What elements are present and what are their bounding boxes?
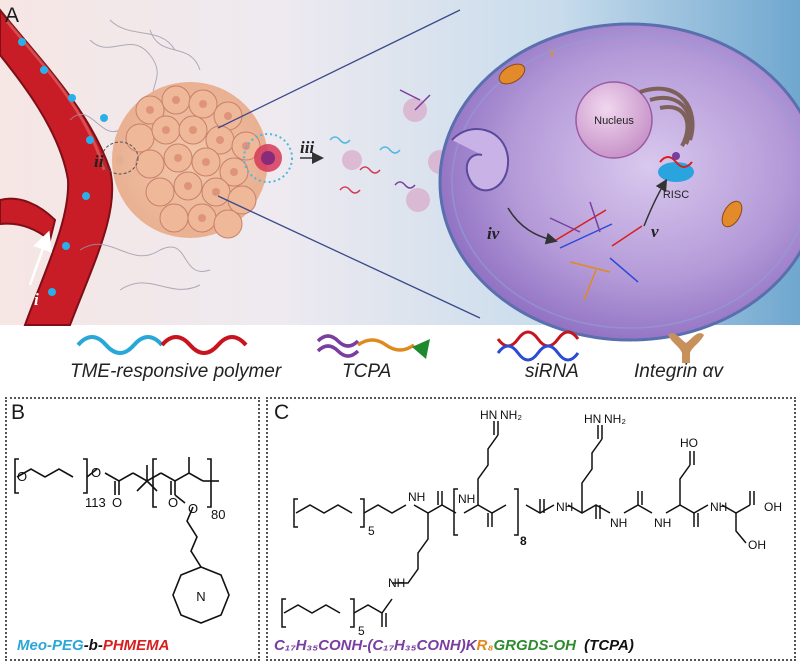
legend: TME-responsive polymer TCPA siRNA Integr…	[0, 325, 800, 395]
hn-label-1: HN	[480, 408, 497, 422]
panel-b-formula: Meo-PEG-b-PHMEMA	[17, 637, 170, 654]
nh-label-7: NH	[388, 576, 405, 590]
block-b-text: -b-	[83, 637, 103, 654]
ho-label: HO	[680, 436, 698, 450]
oxygen-atom-carbonyl-1: O	[112, 495, 122, 510]
process-arrows	[300, 152, 668, 245]
oxygen-atom-ester-2: O	[188, 501, 198, 516]
panel-letter-a: A	[5, 4, 20, 27]
zoom-lines	[217, 9, 481, 319]
nh-label-5: NH	[654, 516, 671, 530]
panel-c: C	[266, 397, 796, 661]
nanoparticle-icon	[243, 133, 293, 183]
tcpa-abbrev-text: (TCPA)	[584, 637, 634, 654]
grgds-text: GRGDS-OH	[493, 637, 576, 654]
nh2-label-1: NH₂	[500, 408, 522, 422]
nh-label-6: NH	[710, 500, 727, 514]
step-label-ii: ii	[94, 152, 104, 171]
nitrogen-atom: N	[196, 589, 205, 604]
nh-label-3: NH	[556, 500, 573, 514]
step-label-i: i	[34, 290, 39, 309]
panel-b: B O O O O	[5, 397, 260, 661]
nh-label-1: NH	[408, 490, 425, 504]
meo-peg-phmema-structure: O O O O O 113 80 N	[14, 457, 230, 624]
golgi-apparatus	[639, 86, 695, 147]
nh-label-2: NH	[458, 492, 475, 506]
r8-text: R₈	[476, 637, 494, 654]
risc-complex	[658, 152, 694, 182]
step-label-iii: iii	[300, 138, 315, 157]
oh-label-1: OH	[764, 500, 782, 514]
integrin-icon-cell	[548, 46, 556, 58]
panel-letter-c: C	[274, 401, 290, 424]
target-cell	[438, 22, 800, 342]
legend-label-tme: TME-responsive polymer	[70, 361, 282, 382]
meo-peg-text: Meo-PEG	[17, 637, 84, 654]
nucleus	[575, 81, 653, 159]
integrin-icon	[668, 333, 704, 363]
tcpa-icon	[316, 334, 430, 359]
sirna-icon	[496, 330, 580, 362]
risc-label: RISC	[663, 189, 689, 201]
hn-label-2: HN	[584, 412, 601, 426]
oxygen-atom-ester-1: O	[91, 465, 101, 480]
phmema-repeat-number: 80	[211, 507, 225, 522]
tumor-cell-cluster	[101, 82, 268, 239]
oxygen-atom-carbonyl-2: O	[168, 495, 178, 510]
panel-c-formula: C₁₇H₃₅CONH-(C₁₇H₃₅CONH)KR₈GRGDS-OH (TCPA…	[274, 637, 634, 654]
legend-label-sirna: siRNA	[525, 361, 579, 382]
legend-label-tcpa: TCPA	[342, 361, 392, 382]
oh-label-2: OH	[748, 538, 766, 552]
nh-label-4: NH	[610, 516, 627, 530]
panel-a-illustration: Nucleus RISC	[0, 0, 800, 342]
oxygen-atom: O	[17, 469, 27, 484]
tcpa-lipid-text: C₁₇H₃₅CONH-(C₁₇H₃₅CONH)K	[274, 637, 477, 654]
mitochondria	[498, 63, 743, 228]
alkyl-repeat-2: 5	[358, 624, 365, 638]
step-label-v: v	[651, 222, 659, 241]
tcpa-structure: 5 5 8 NH NH NH NH NH NH NH HN NH₂ HN NH₂…	[281, 408, 782, 638]
panel-letter-b: B	[11, 401, 26, 424]
peg-repeat-number: 113	[85, 495, 106, 510]
step-label-iv: iv	[487, 224, 500, 243]
nucleus-label: Nucleus	[594, 115, 634, 127]
phmema-text: PHMEMA	[102, 637, 170, 654]
alkyl-repeat-1: 5	[368, 524, 375, 538]
legend-label-integrin: Integrin αv	[634, 361, 723, 382]
released-sirna	[549, 201, 643, 301]
arg-repeat: 8	[520, 534, 527, 548]
tme-polymer-icon	[76, 335, 248, 355]
nh2-label-2: NH₂	[604, 412, 626, 426]
